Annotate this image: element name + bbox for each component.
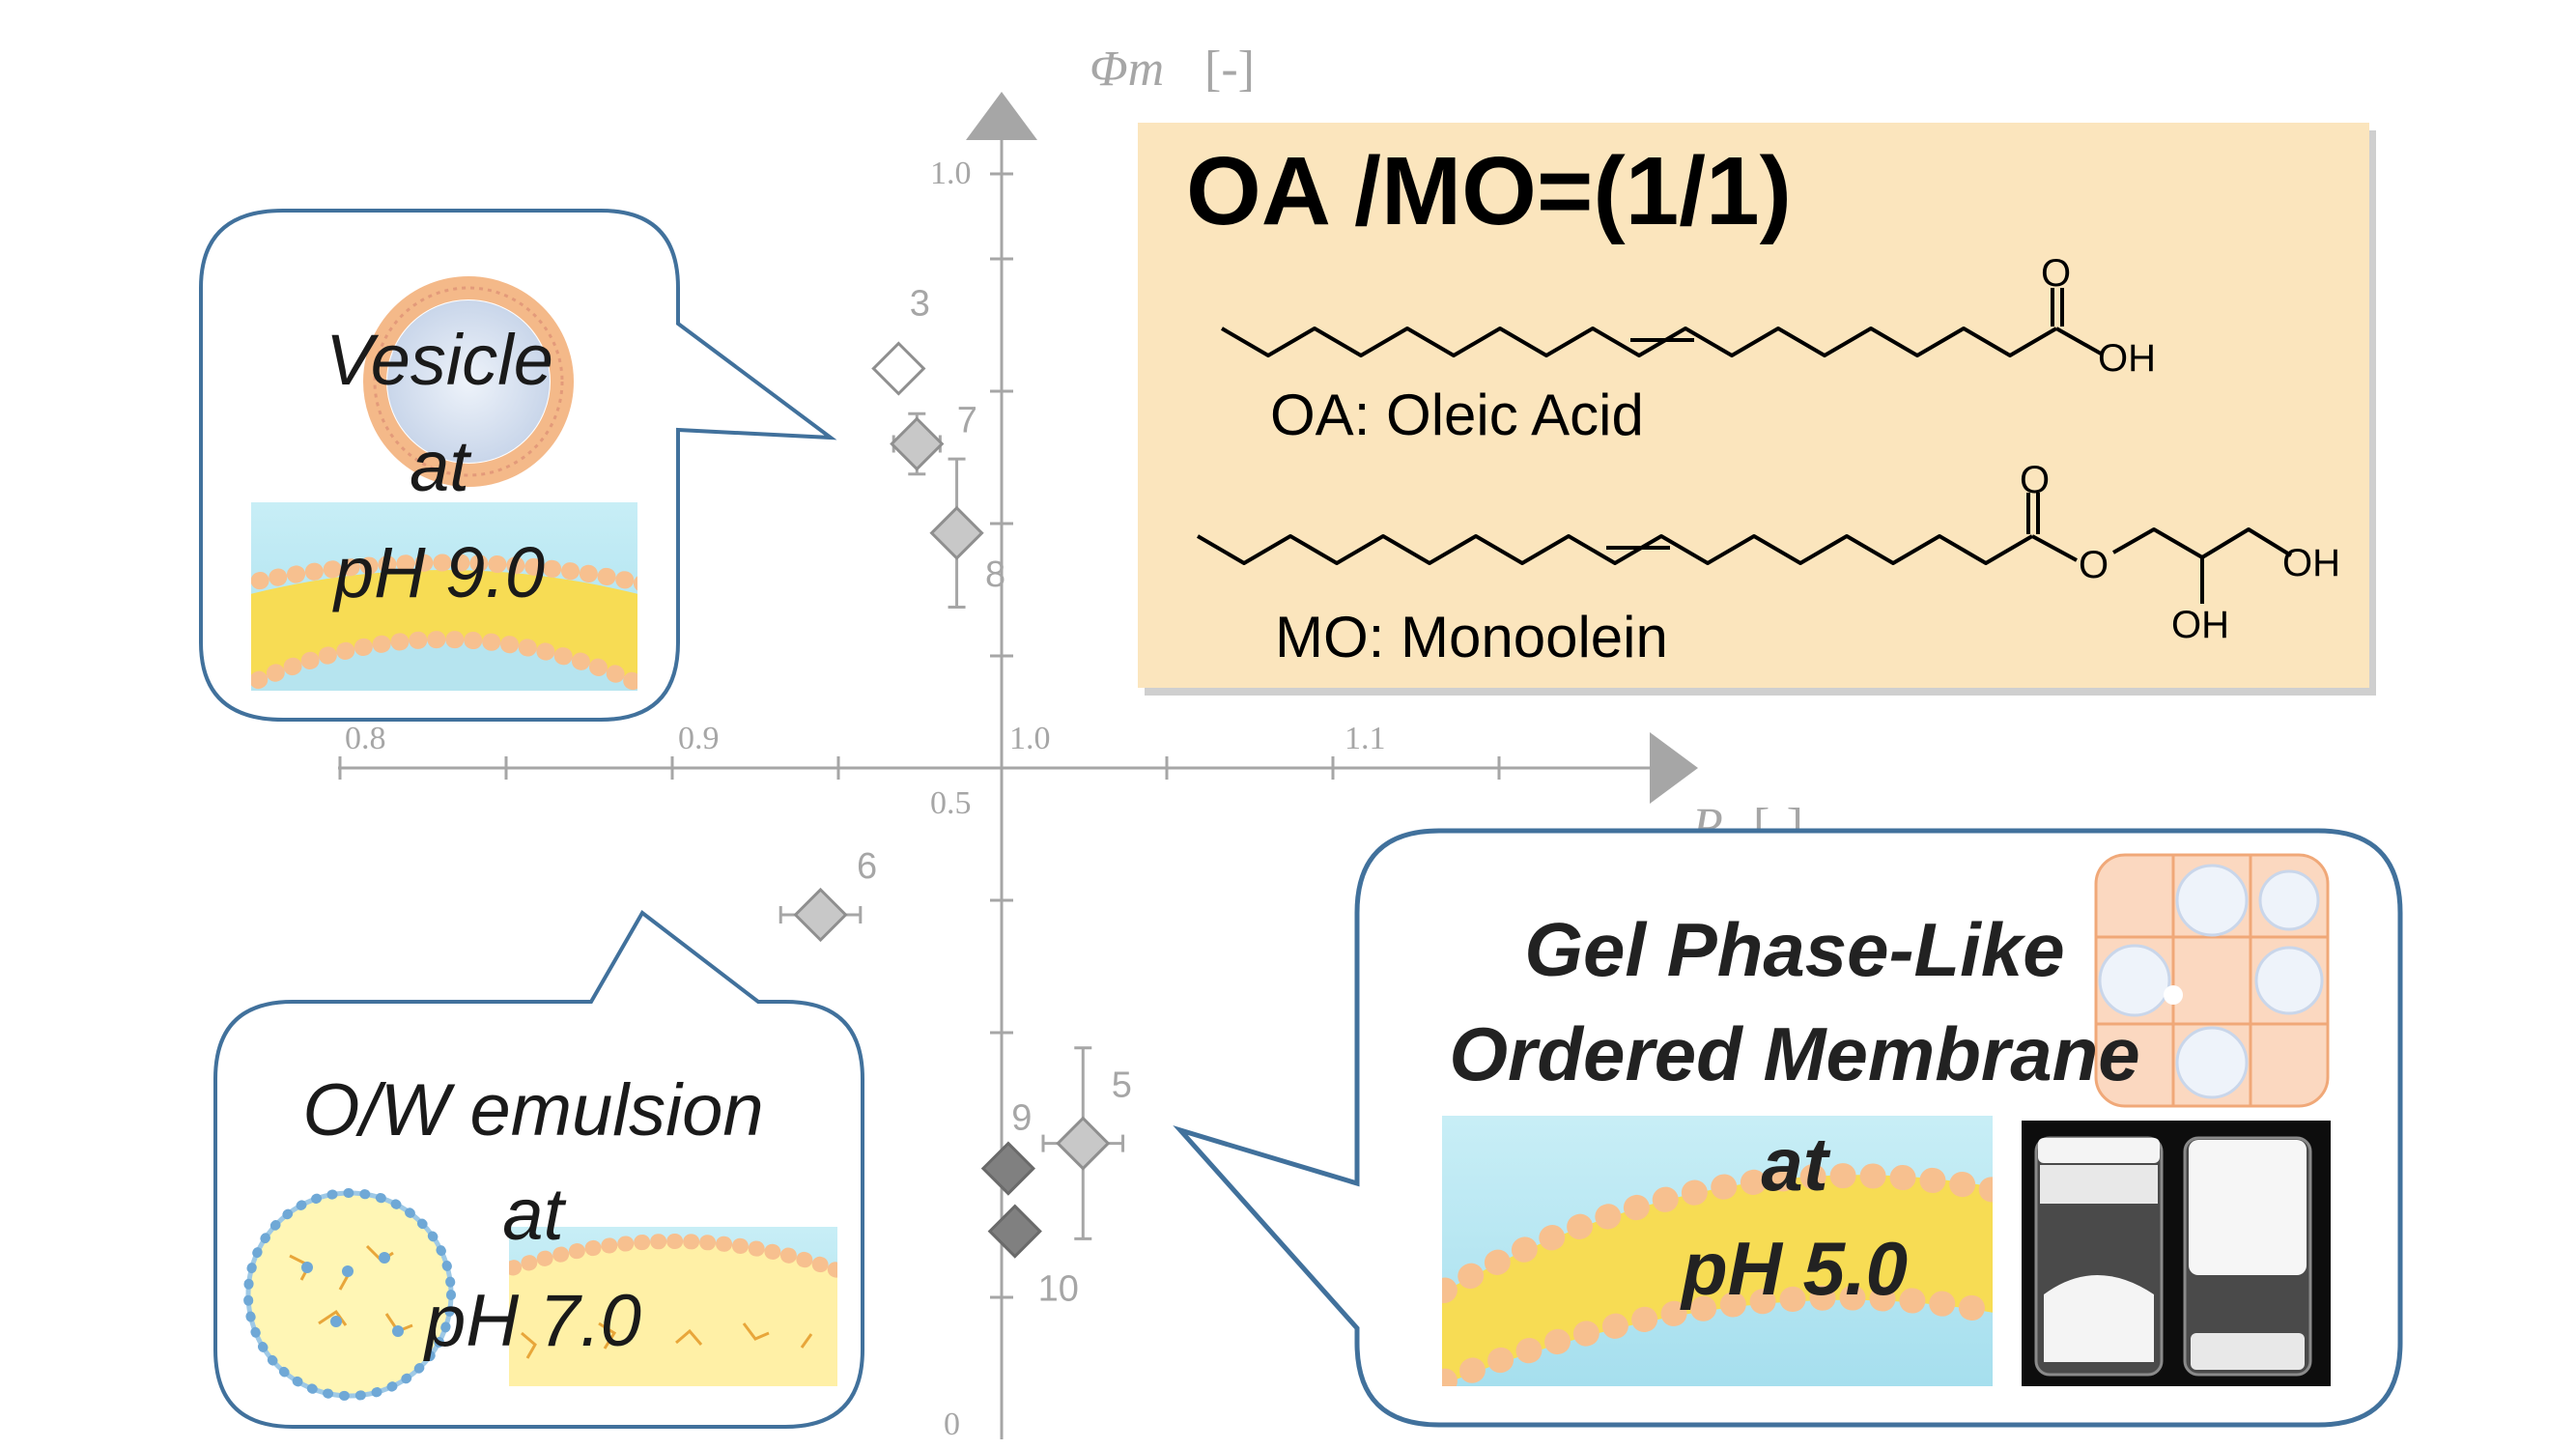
emulsion-label-1: O/W emulsion [302,1069,763,1151]
oa-hydroxyl: OH [2098,337,2156,380]
cubic-phase-illustration [2094,853,2330,1108]
y-tick-label-1-0: 1.0 [930,156,972,191]
oil-droplet-illustration [243,1188,456,1401]
data-point-3: 3 [871,284,930,396]
x-tick-label-1-1: 1.1 [1345,721,1386,756]
x-axis-ticks [338,756,1501,780]
mo-carbonyl-o: O [2020,459,2050,501]
vesicle-callout: Vesicle at pH 9.0 [199,209,837,722]
info-box-background [1138,123,2369,688]
data-marker [929,505,984,560]
point-label-6: 6 [857,846,877,887]
point-label-8: 8 [985,554,1005,595]
gel-label-2: Ordered Membrane [1449,1011,2139,1096]
x-tick-label-0-8: 0.8 [345,721,386,756]
y-axis-arrow [966,92,1037,140]
point-label-9: 9 [1011,1098,1032,1139]
info-box-title: OA /MO=(1/1) [1186,137,1792,245]
x-tick-label-1-0: 1.0 [1009,721,1051,756]
oa-carbonyl-o: O [2041,252,2071,295]
point-label-5: 5 [1112,1065,1132,1106]
vial-photo [2022,1121,2331,1386]
vesicle-label-2: at [410,426,472,506]
data-marker [1056,1116,1111,1171]
data-point-10: 10 [987,1204,1079,1310]
mo-caption: MO: Monoolein [1275,605,1668,669]
x-axis-arrow [1650,732,1698,804]
mo-ester-o: O [2079,544,2109,586]
y-tick-label-0-5: 0.5 [930,785,972,821]
data-marker [871,341,926,396]
data-point-6: 6 [778,846,877,943]
emulsion-label-3: pH 7.0 [423,1280,641,1362]
data-marker [980,1141,1036,1196]
data-point-8: 8 [929,457,1005,609]
data-point-7: 7 [890,401,977,476]
vesicle-bilayer-panel [251,502,637,691]
data-marker [890,416,945,471]
vesicle-label-3: pH 9.0 [332,532,545,612]
vesicle-label-1: Vesicle [326,320,553,400]
info-box: OA /MO=(1/1) O OH OA: Oleic Acid O O OH … [1138,123,2376,696]
data-points: 3 7 8 6 5 9 10 [778,284,1132,1310]
y-tick-label-0: 0 [944,1406,960,1442]
gel-label-1: Gel Phase-Like [1524,907,2064,992]
emulsion-callout: O/W emulsion at pH 7.0 [213,910,864,1429]
y-axis-title: Φm [1090,42,1164,97]
x-tick-label-0-9: 0.9 [678,721,720,756]
gel-bilayer-panel [1442,1116,1993,1386]
data-marker [987,1204,1042,1259]
mo-secondary-oh: OH [2171,604,2229,646]
emulsion-label-2: at [502,1174,566,1256]
gel-callout: Gel Phase-Like Ordered Membrane at pH 5.… [1173,828,2403,1428]
mo-terminal-oh: OH [2282,542,2340,584]
emulsion-interface-panel [509,1227,837,1386]
point-label-10: 10 [1038,1269,1079,1310]
data-marker [793,887,848,943]
point-label-7: 7 [957,401,977,441]
gel-label-3: at [1761,1122,1830,1207]
y-axis-unit: [-] [1204,42,1255,97]
data-point-5: 5 [1041,1046,1132,1240]
monoolein-structure [1196,493,2293,604]
point-label-3: 3 [910,284,930,325]
oa-caption: OA: Oleic Acid [1270,383,1644,447]
data-point-9: 9 [980,1098,1036,1196]
oleic-acid-structure [1220,288,2102,357]
gel-label-4: pH 5.0 [1680,1226,1908,1311]
